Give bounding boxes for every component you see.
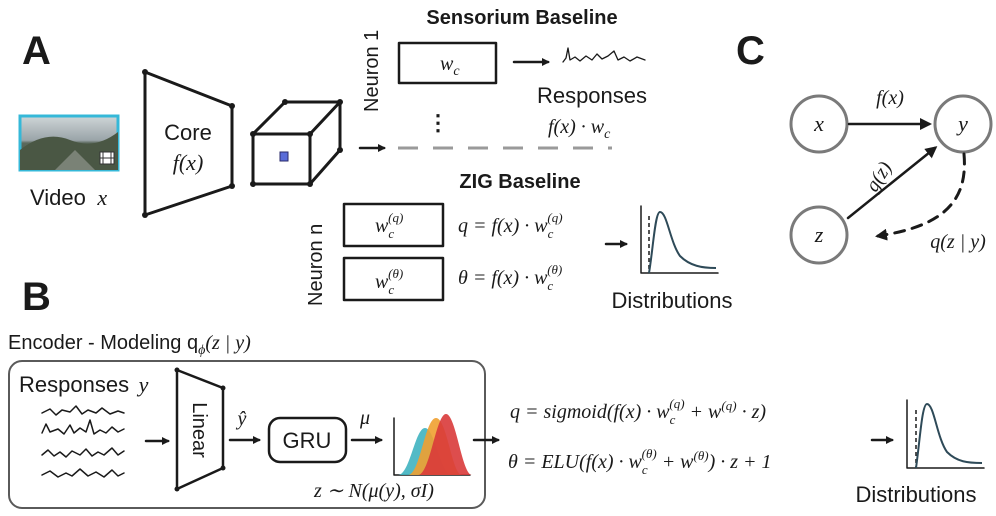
- panel-b-label: B: [22, 275, 51, 319]
- zig-title: ZIG Baseline: [459, 171, 580, 193]
- neuron-1-label: Neuron 1: [361, 30, 383, 112]
- panel-a-label: A: [22, 29, 51, 73]
- node-z-label: z: [814, 222, 824, 247]
- core-func: f(x): [173, 150, 204, 175]
- theta-output-formula: θ = ELU(f(x) · wc(θ) + w(θ)) · z + 1: [508, 446, 772, 477]
- encoder-title: Encoder - Modeling qϕ(z | y): [8, 332, 251, 358]
- edge-qzy-label: q(z | y): [930, 231, 986, 253]
- distribution-plot-a: [640, 205, 719, 274]
- node-y: [933, 94, 993, 154]
- neuron-n-label: Neuron n: [305, 224, 327, 306]
- weight-wq: wc(q): [375, 210, 403, 241]
- gru-box: [267, 416, 348, 464]
- edge-y-to-z-dashed: [875, 152, 966, 241]
- encoder-responses-label: Responses y: [19, 372, 149, 397]
- panel-a: A Video x Core f(x): [18, 7, 733, 313]
- edge-fx-label: f(x): [876, 87, 904, 109]
- node-x: [789, 94, 849, 154]
- weight-box-wc: [397, 41, 498, 85]
- node-y-label: y: [956, 111, 968, 136]
- linear-label: Linear: [188, 402, 210, 458]
- panel-c-label: C: [736, 29, 765, 73]
- q-formula: q = f(x) · wc(q): [458, 210, 563, 241]
- feature-cube: [250, 99, 343, 187]
- distributions-label-b: Distributions: [855, 482, 976, 507]
- node-z: [789, 205, 849, 265]
- panel-c: C x y z f(x) g(z) q(z | y): [736, 29, 993, 265]
- weight-box-wtheta: [342, 256, 445, 302]
- encoder-response-traces: [41, 405, 125, 478]
- distributions-label-a: Distributions: [611, 288, 732, 313]
- edge-gz-label: g(z): [861, 158, 896, 196]
- neuron-ellipsis: ⋮: [427, 110, 449, 135]
- distribution-plot-b: [906, 399, 985, 469]
- latent-distributions: [393, 414, 472, 476]
- y-hat-label: ŷ: [236, 408, 247, 430]
- weight-wtheta: wc(θ): [375, 266, 403, 297]
- video-label: Video x: [30, 185, 107, 210]
- weight-box-wq: [342, 202, 445, 248]
- video-thumbnail: [18, 114, 120, 172]
- weight-wc: wc: [440, 53, 460, 79]
- latent-distribution-label: z ∼ N(μ(y), σI): [313, 480, 434, 502]
- responses-label: Responses: [537, 83, 647, 108]
- sensorium-title: Sensorium Baseline: [426, 7, 617, 29]
- response-trace: [562, 47, 646, 63]
- gru-label: GRU: [283, 428, 332, 453]
- q-output-formula: q = sigmoid(f(x) · wc(q) + w(q) · z): [510, 396, 766, 427]
- edge-z-to-y: [846, 146, 938, 220]
- theta-formula: θ = f(x) · wc(θ): [458, 262, 562, 293]
- core-title: Core: [164, 120, 212, 145]
- sensorium-formula: f(x) · wc: [548, 116, 611, 142]
- encoder-box: [8, 360, 486, 509]
- panel-b: B Encoder - Modeling qϕ(z | y) Responses…: [8, 275, 985, 509]
- node-x-label: x: [813, 111, 824, 136]
- mu-label: μ: [359, 407, 370, 429]
